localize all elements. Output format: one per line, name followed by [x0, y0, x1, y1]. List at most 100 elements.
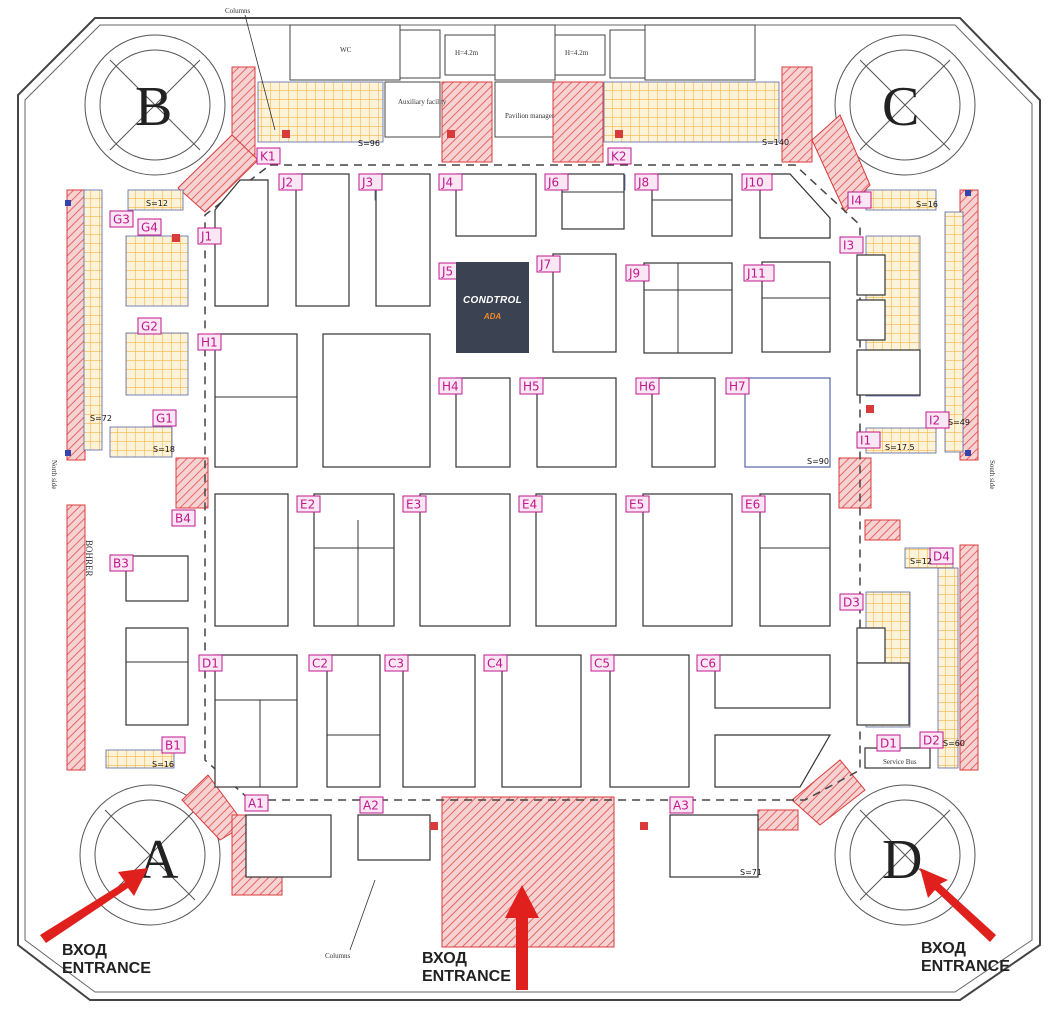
booth-tag-h1[interactable]: H1: [201, 336, 218, 350]
booth-tag-c2[interactable]: C2: [312, 657, 328, 671]
booth-tag-k2[interactable]: K2: [611, 150, 627, 164]
booth-tag-box-c5: [590, 654, 615, 672]
booth-tag-box-c2: [308, 654, 333, 672]
booth-tag-j7[interactable]: J7: [539, 258, 551, 272]
booth-tag-j4[interactable]: J4: [441, 176, 453, 190]
booth-tag-g2[interactable]: G2: [141, 320, 158, 334]
booth-tag-c3[interactable]: C3: [388, 657, 404, 671]
booth-tag-j8[interactable]: J8: [637, 176, 649, 190]
booth-tag-b1[interactable]: B1: [165, 739, 181, 753]
entrance-arrows: [40, 868, 996, 990]
booth-tag-box-c6: [696, 654, 721, 672]
booth-tag-e2[interactable]: E2: [300, 498, 315, 512]
height-label-2: H=4.2m: [565, 49, 589, 57]
booth-tag-box-d3: [839, 593, 864, 611]
entrance-right-en: ENTRANCE: [921, 958, 1010, 975]
booth-tag-box-k1: [256, 147, 281, 165]
booth-tag-a3[interactable]: A3: [673, 799, 689, 813]
booth-tag-box-j3: [358, 173, 383, 191]
pavilion-manager-label: Pavilion manager: [505, 112, 555, 120]
booth-tag-box-i1: [856, 431, 881, 449]
entrance-center-label: ВХОД ENTRANCE: [422, 950, 511, 986]
booth-tag-j9[interactable]: J9: [628, 267, 640, 281]
arrow-left: [40, 868, 148, 943]
booth-tag-g4[interactable]: G4: [141, 221, 158, 235]
booth-tag-box-k2: [607, 147, 632, 165]
booth-tag-i2[interactable]: I2: [929, 414, 940, 428]
area-value-k1: S=96: [358, 139, 380, 148]
entrance-right-label: ВХОД ENTRANCE: [921, 940, 1010, 976]
booth-tag-box-e2: [296, 495, 321, 513]
auxiliary-label: Auxiliary facility: [398, 98, 447, 106]
booth-tag-d1[interactable]: D1: [880, 737, 897, 751]
booth-tag-h4[interactable]: H4: [442, 380, 459, 394]
area-value-a3: S=71: [740, 868, 762, 877]
booth-tag-box-d4: [929, 547, 954, 565]
area-value-i4: S=16: [916, 200, 938, 209]
booth-tag-j2[interactable]: J2: [281, 176, 293, 190]
booth-tag-box-j4: [438, 173, 463, 191]
booth-tag-e4[interactable]: E4: [522, 498, 537, 512]
booth-tag-j6[interactable]: J6: [547, 176, 559, 190]
booth-tag-d1b[interactable]: D1: [202, 657, 219, 671]
booth-tag-e3[interactable]: E3: [406, 498, 421, 512]
booth-tag-box-c3: [384, 654, 409, 672]
area-value-k2: S=140: [762, 138, 789, 147]
booth-tag-g1[interactable]: G1: [156, 412, 173, 426]
booth-tag-box-j1: [197, 227, 222, 245]
booth-tag-k1[interactable]: K1: [260, 150, 276, 164]
booth-tag-box-g4: [137, 218, 162, 236]
area-value-i1: S=17.5: [885, 443, 915, 452]
booth-tag-box-i2: [925, 411, 950, 429]
booth-tag-j10[interactable]: J10: [744, 176, 764, 190]
hall-label-b: B: [135, 76, 172, 138]
area-value-i2: S=49: [948, 418, 970, 427]
booth-tag-box-c4: [483, 654, 508, 672]
condtrol-logo: CONDTROL ADA: [456, 262, 529, 353]
entrance-center-ru: ВХОД: [422, 950, 467, 967]
booth-tag-i3[interactable]: I3: [843, 239, 854, 253]
booth-tag-d4[interactable]: D4: [933, 550, 950, 564]
area-value-d2: S=60: [943, 739, 965, 748]
booth-tag-box-b3: [109, 554, 134, 572]
booth-tag-box-j8: [634, 173, 659, 191]
booth-tag-i1[interactable]: I1: [860, 434, 871, 448]
booth-tag-d3[interactable]: D3: [843, 596, 860, 610]
arrow-center: [505, 885, 539, 990]
stand-dividers: [126, 191, 830, 787]
entrance-left-ru: ВХОД: [62, 942, 107, 959]
booth-tag-j11[interactable]: J11: [746, 267, 766, 281]
booth-tag-box-j7: [536, 255, 561, 273]
booth-tag-d2[interactable]: D2: [923, 734, 940, 748]
booth-tag-h7[interactable]: H7: [729, 380, 746, 394]
booth-tag-box-i4: [847, 191, 872, 209]
booth-tag-e5[interactable]: E5: [629, 498, 644, 512]
booth-tag-box-j9: [625, 264, 650, 282]
booth-tag-a1[interactable]: A1: [248, 797, 264, 811]
service-bus-label: Service Bus: [883, 758, 917, 766]
booth-tag-c4[interactable]: C4: [487, 657, 503, 671]
booth-tag-c5[interactable]: C5: [594, 657, 610, 671]
booth-tag-h6[interactable]: H6: [639, 380, 656, 394]
area-value-h7: S=90: [807, 457, 829, 466]
column-markers: [65, 130, 971, 830]
booth-tag-h5[interactable]: H5: [523, 380, 540, 394]
booth-tag-a2[interactable]: A2: [363, 799, 379, 813]
booth-tag-e6[interactable]: E6: [745, 498, 760, 512]
area-value-g1: S=18: [153, 445, 175, 454]
booth-tag-j1[interactable]: J1: [200, 230, 212, 244]
booth-tag-b3[interactable]: B3: [113, 557, 129, 571]
booth-tag-b4[interactable]: B4: [175, 512, 191, 526]
booth-tag-box-h5: [519, 377, 544, 395]
booth-tag-box-g3: [109, 210, 134, 228]
booth-tag-j5[interactable]: J5: [441, 265, 453, 279]
booth-tag-c6[interactable]: C6: [700, 657, 716, 671]
booth-tag-j3[interactable]: J3: [361, 176, 373, 190]
booth-tag-g3[interactable]: G3: [113, 213, 130, 227]
height-label-1: H=4.2m: [455, 49, 479, 57]
booth-tag-i4[interactable]: I4: [851, 194, 862, 208]
booth-tag-box-a2: [359, 796, 384, 814]
